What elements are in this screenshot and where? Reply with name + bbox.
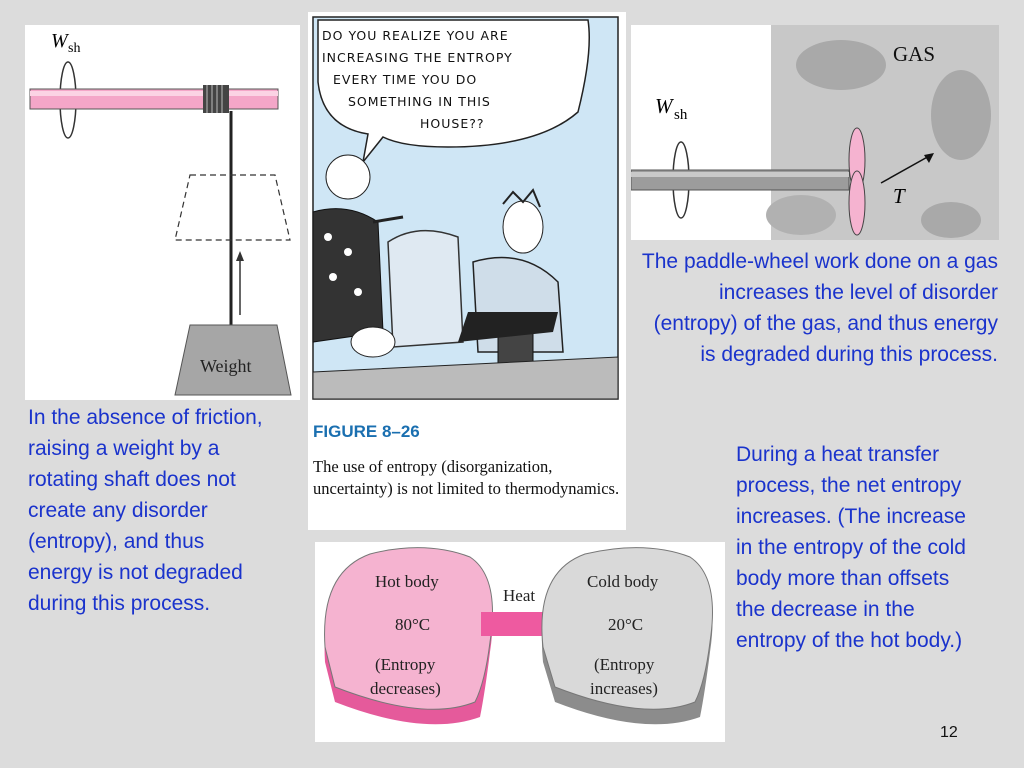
shaft-weight-diagram: W sh Weight bbox=[29, 30, 292, 396]
temperature-label: T bbox=[893, 184, 906, 208]
shaft-work-label: W bbox=[51, 30, 70, 52]
shaft-weight-figure: W sh Weight bbox=[25, 25, 300, 400]
dog bbox=[350, 326, 396, 358]
weight-label: Weight bbox=[200, 356, 252, 376]
speech-bubble bbox=[317, 19, 590, 163]
cartoon-figure: DO YOU REALIZE YOU ARE INCREASING THE EN… bbox=[308, 12, 626, 530]
hot-body-note-1: (Entropy bbox=[375, 655, 436, 674]
temperature-arrow-icon bbox=[880, 154, 932, 184]
hot-body-note-2: decreases) bbox=[370, 679, 441, 698]
gas-paddle-diagram: GAS W sh T bbox=[630, 25, 999, 240]
gas-paddle-figure: GAS W sh T bbox=[630, 25, 999, 240]
gas-caption: The paddle-wheel work done on a gas incr… bbox=[641, 250, 998, 366]
gas-label: GAS bbox=[893, 42, 935, 66]
armchair bbox=[387, 229, 464, 348]
heat-caption: During a heat transfer process, the net … bbox=[736, 443, 966, 652]
cold-body-note-1: (Entropy bbox=[594, 655, 655, 674]
cold-body-note-2: increases) bbox=[590, 679, 658, 698]
speech-text: DO YOU REALIZE YOU ARE INCREASING THE EN… bbox=[322, 28, 518, 131]
weight-block bbox=[174, 324, 292, 396]
hot-body-temp: 80°C bbox=[395, 615, 430, 634]
heat-transfer-figure: Hot body 80°C (Entropy decreases) Heat C… bbox=[315, 542, 725, 742]
heat-label: Heat bbox=[503, 586, 535, 605]
figure-caption: The use of entropy (disorganization, unc… bbox=[313, 457, 620, 498]
cartoon-illustration: DO YOU REALIZE YOU ARE INCREASING THE EN… bbox=[312, 16, 619, 400]
floor bbox=[312, 356, 619, 400]
shaft-work-sub: sh bbox=[68, 41, 80, 56]
shaft-caption: In the absence of friction, raising a we… bbox=[28, 406, 263, 615]
gas-work-sub: sh bbox=[674, 107, 688, 123]
cold-body-title: Cold body bbox=[587, 572, 659, 591]
figure-number: FIGURE 8–26 bbox=[313, 422, 420, 441]
cold-body-temp: 20°C bbox=[608, 615, 643, 634]
woman-character bbox=[312, 154, 404, 343]
heat-transfer-diagram: Hot body 80°C (Entropy decreases) Heat C… bbox=[324, 547, 713, 725]
page-number: 12 bbox=[940, 724, 958, 741]
initial-weight-position bbox=[174, 174, 291, 241]
cold-body bbox=[541, 547, 713, 710]
hot-body-title: Hot body bbox=[375, 572, 439, 591]
rope-coil bbox=[203, 85, 229, 113]
hot-body bbox=[324, 547, 493, 710]
gas-work-label: W bbox=[655, 94, 675, 118]
